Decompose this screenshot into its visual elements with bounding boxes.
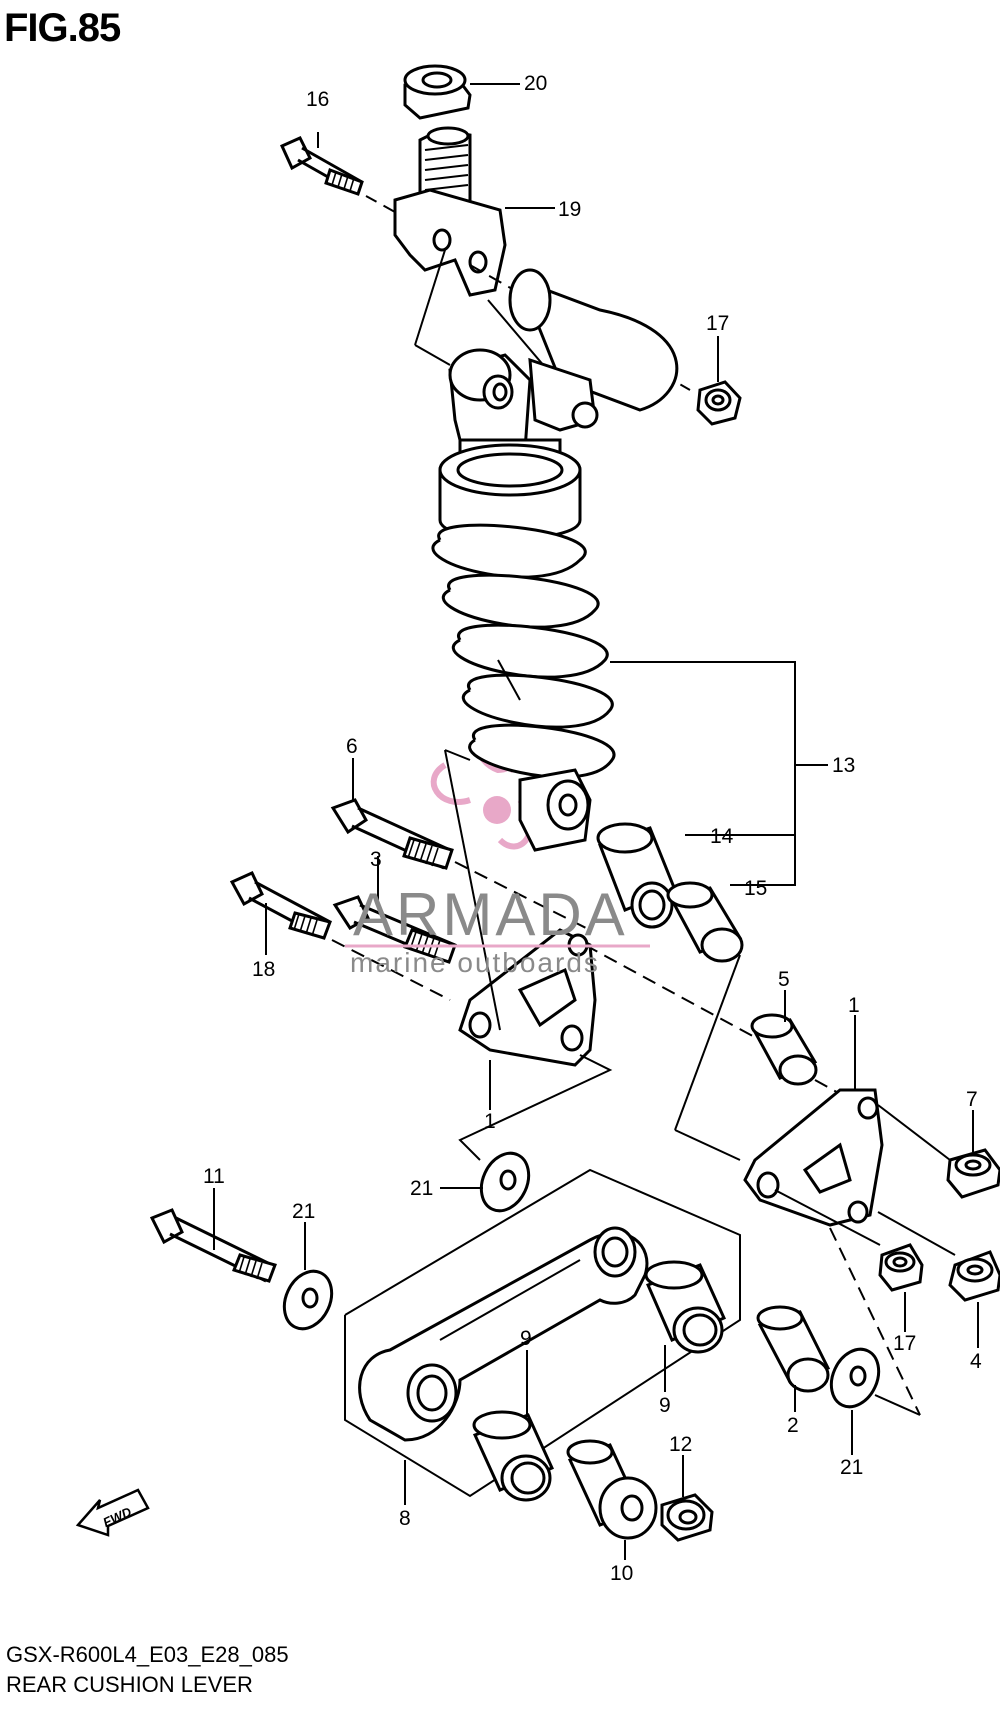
watermark-tagline: marine outboards (350, 947, 600, 978)
callout-19[interactable]: 19 (558, 198, 581, 221)
fwd-arrow-icon: FWD (75, 1488, 150, 1537)
callout-4[interactable]: 4 (970, 1350, 982, 1373)
callout-6[interactable]: 6 (346, 735, 358, 758)
plate-1-left (458, 928, 597, 1067)
bolt-6 (330, 798, 454, 870)
cap-nut-20 (403, 64, 472, 120)
callout-20[interactable]: 20 (524, 72, 547, 95)
shock-absorber-13 (431, 268, 679, 852)
callout-15[interactable]: 15 (744, 877, 767, 900)
needle-bearing-9-upper (644, 1260, 727, 1354)
callout-9-lower[interactable]: 9 (520, 1327, 532, 1350)
cushion-lever-link-8 (358, 1226, 649, 1442)
nut-17-top (696, 380, 742, 426)
nut-4 (948, 1250, 1000, 1302)
callout-12[interactable]: 12 (669, 1433, 692, 1456)
figure-code: GSX-R600L4_E03_E28_085 (6, 1642, 289, 1667)
washer-21-left (282, 1269, 334, 1331)
bushing-15 (666, 881, 744, 963)
callout-2[interactable]: 2 (787, 1414, 799, 1437)
callout-11[interactable]: 11 (203, 1165, 225, 1188)
nut-7 (946, 1148, 1000, 1199)
figure-name: REAR CUSHION LEVER (6, 1672, 253, 1697)
callout-21-center[interactable]: 21 (410, 1177, 433, 1200)
bolt-16 (280, 136, 364, 196)
callout-14[interactable]: 14 (710, 825, 734, 848)
watermark-brand: ARMADA (353, 881, 628, 948)
callout-8[interactable]: 8 (399, 1507, 411, 1530)
nut-12 (660, 1493, 714, 1542)
collar-5 (750, 1013, 818, 1086)
callout-1-right[interactable]: 1 (848, 994, 860, 1017)
plate-1-right (743, 1088, 884, 1227)
callout-10[interactable]: 10 (610, 1562, 633, 1585)
callout-3[interactable]: 3 (370, 848, 382, 871)
callout-21-left[interactable]: 21 (292, 1200, 315, 1223)
callout-21-right[interactable]: 21 (840, 1456, 863, 1479)
callout-7[interactable]: 7 (966, 1088, 978, 1111)
bolt-18 (229, 871, 332, 940)
washer-21-right (829, 1347, 881, 1409)
callout-17-bottom[interactable]: 17 (893, 1332, 916, 1355)
callout-1-left[interactable]: 1 (484, 1110, 496, 1133)
callout-17-top[interactable]: 17 (706, 312, 729, 335)
callout-5[interactable]: 5 (778, 968, 790, 991)
callout-9-upper[interactable]: 9 (659, 1394, 671, 1417)
collar-10 (566, 1439, 658, 1540)
figure-title: FIG.85 (4, 6, 121, 50)
callout-18[interactable]: 18 (252, 958, 275, 981)
bushing-14 (596, 822, 677, 929)
nut-17-bottom (878, 1243, 924, 1292)
bolt-11 (149, 1208, 277, 1283)
collar-2 (756, 1305, 831, 1393)
callout-16[interactable]: 16 (306, 88, 329, 111)
needle-bearing-9-lower (472, 1410, 555, 1502)
washer-21-center (479, 1151, 531, 1213)
clevis-19 (393, 126, 507, 297)
figure-footer: GSX-R600L4_E03_E28_085 REAR CUSHION LEVE… (6, 1640, 289, 1700)
callout-13[interactable]: 13 (832, 754, 855, 777)
